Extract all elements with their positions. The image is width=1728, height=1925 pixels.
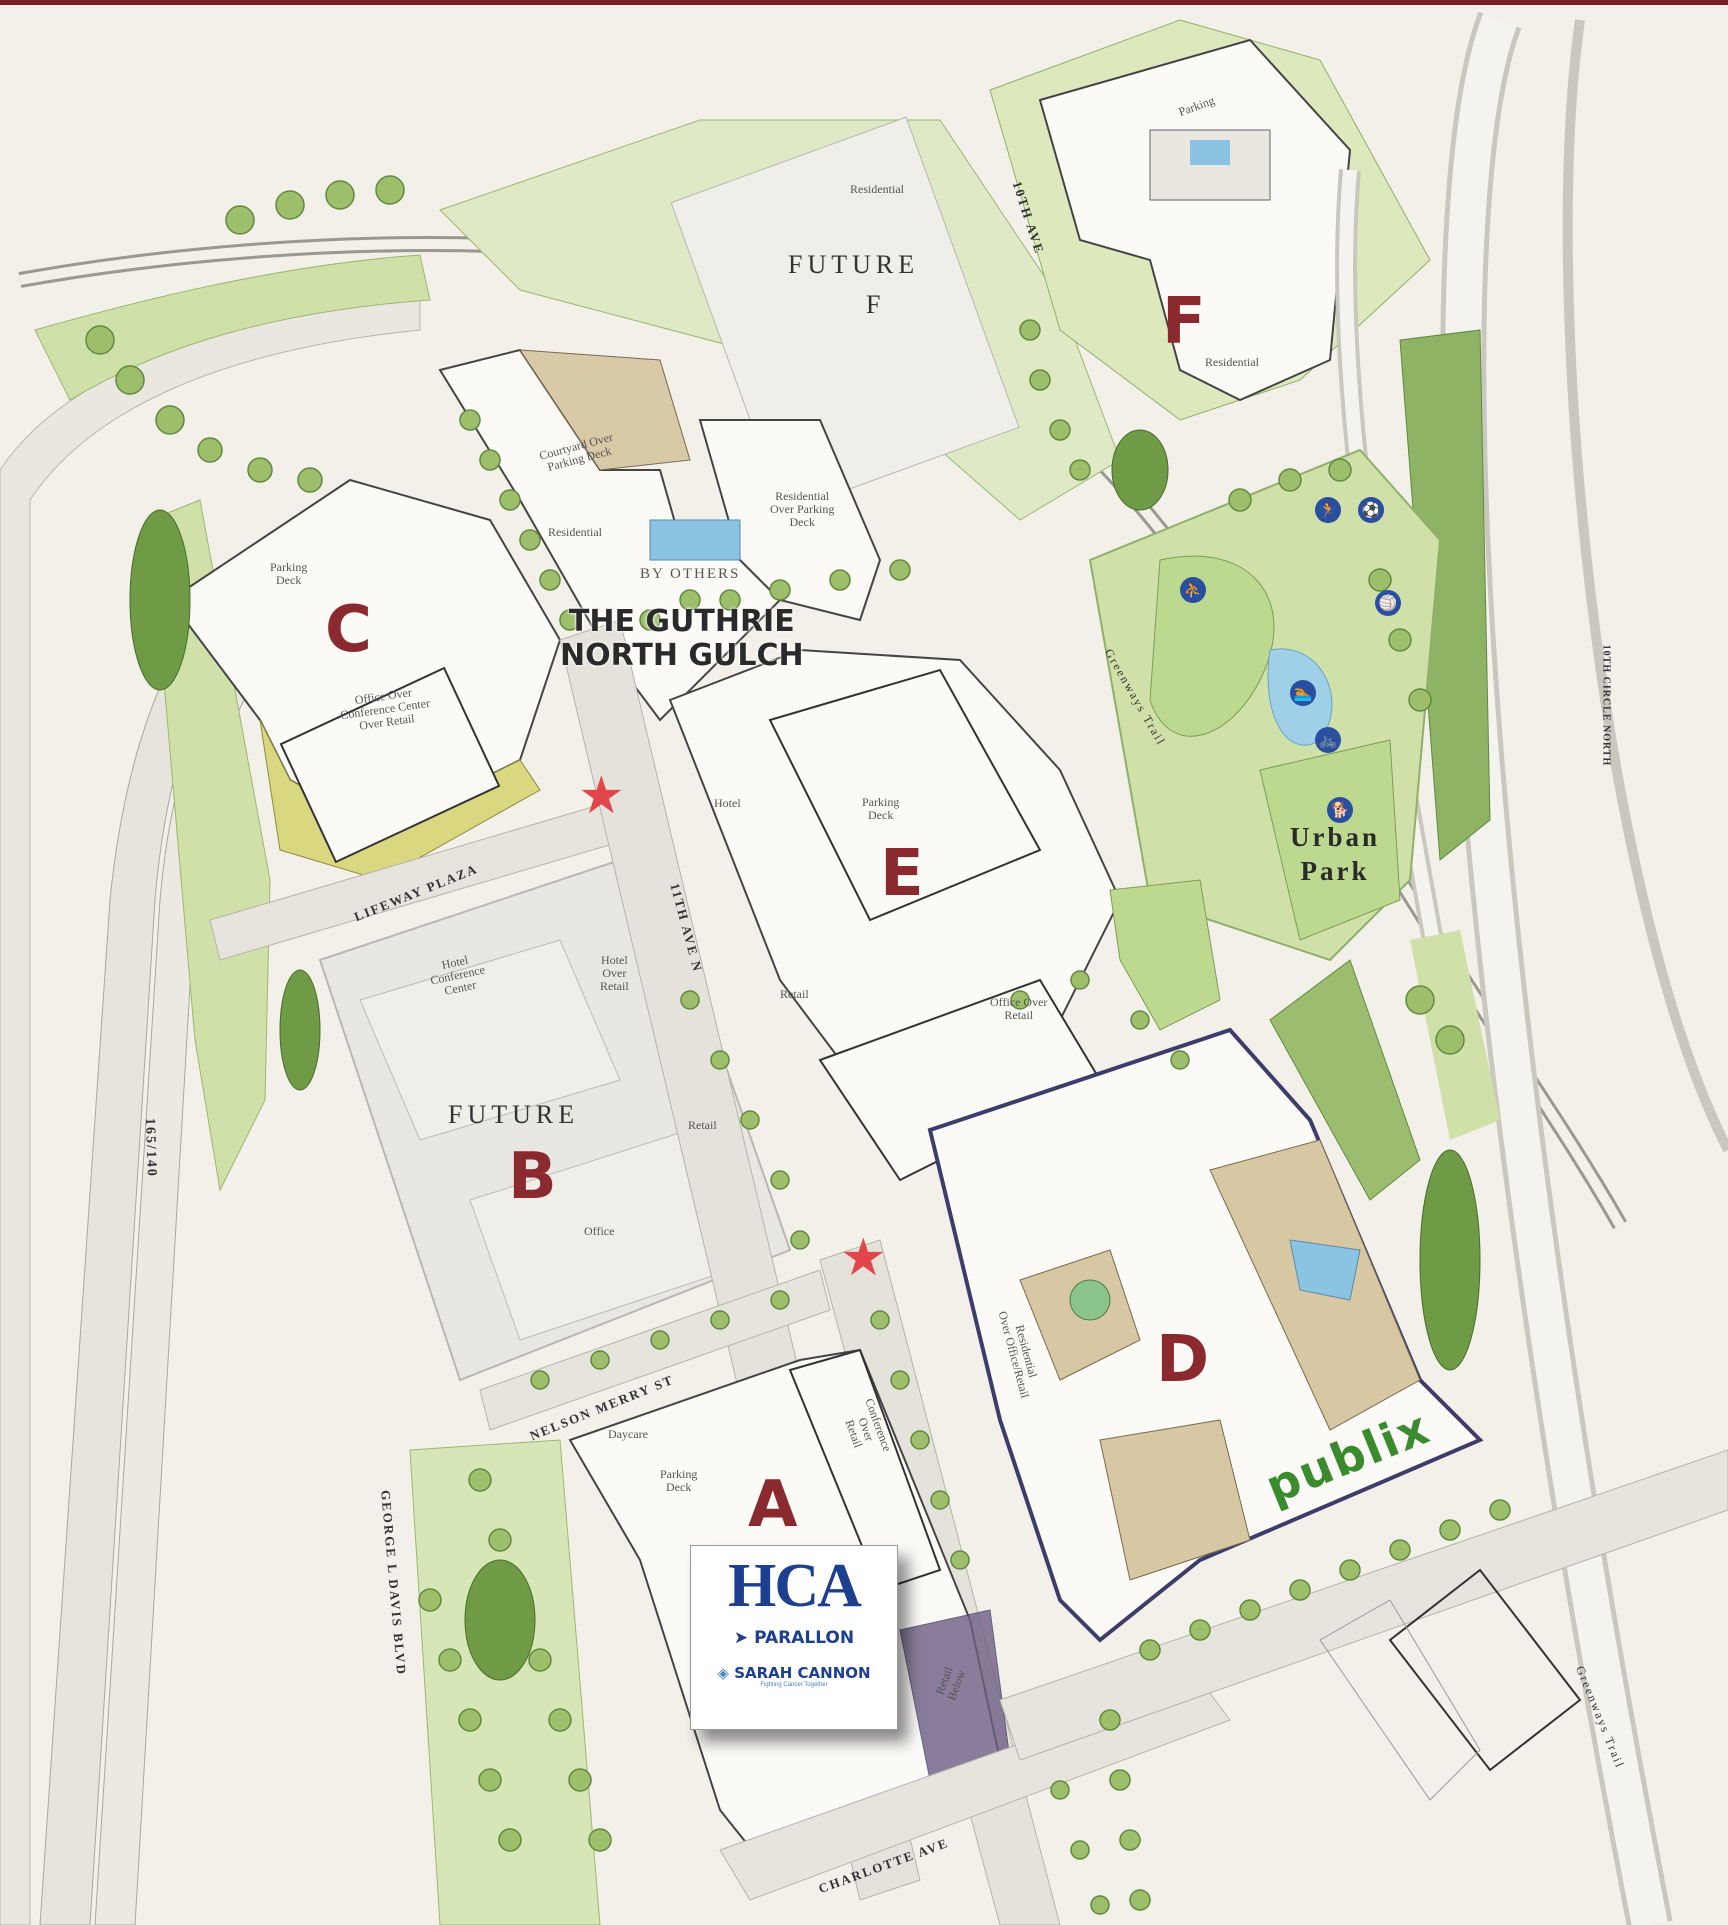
urban-park-label: Urban Park: [1290, 820, 1380, 888]
label-oor-1: Office Over: [990, 995, 1048, 1009]
playground-icon: ⛹: [1180, 577, 1206, 603]
label-parking-deck-c: Parking Deck: [270, 561, 307, 587]
tenant-logo-card: HCA ➤ PARALLON ◈ SARAH CANNON Fighting C…: [690, 1545, 898, 1730]
plaza-star-south: ★: [840, 1228, 887, 1288]
label-hotel-over-retail: Hotel Over Retail: [600, 954, 629, 993]
parcel-d-letter: D: [1156, 1323, 1210, 1397]
parallon-logo: ➤ PARALLON: [691, 1628, 897, 1648]
park-south-west: [409, 1439, 601, 1925]
label-pda-1: Parking: [660, 1467, 698, 1481]
greenbelt-north: [34, 254, 431, 401]
parcel-d: [927, 1027, 1484, 1643]
parcel-c-letter: C: [325, 593, 372, 667]
sarah-cannon-text: SARAH CANNON: [734, 1664, 871, 1682]
building-outline-se: [1388, 1568, 1582, 1772]
urban-park-line2: Park: [1300, 856, 1370, 886]
courtyard-over-parking: [519, 349, 691, 471]
greenbelt-west: [149, 499, 271, 1192]
label-hor-3: Retail: [600, 979, 629, 993]
by-others-label: BY OTHERS: [640, 566, 741, 582]
label-pde-1: Parking: [862, 795, 900, 809]
future-f-letter: F: [866, 290, 886, 319]
pool-d: [1289, 1239, 1361, 1301]
plaza-star-north: ★: [578, 766, 625, 826]
road-label-interstate: 165/140: [141, 1117, 159, 1179]
label-pde-2: Deck: [868, 808, 894, 822]
road-label-10th-circle: 10TH CIRCLE NORTH: [1600, 644, 1612, 767]
parallon-arrow-icon: ➤: [733, 1628, 755, 1648]
label-rop-3: Deck: [789, 515, 815, 529]
urban-park-line1: Urban: [1290, 822, 1381, 852]
label-retail-b: Retail: [688, 1118, 717, 1132]
volleyball-icon: 🏐: [1375, 590, 1401, 616]
top-bar: [0, 0, 1728, 5]
label-pdc-2: Deck: [276, 573, 302, 587]
label-daycare: Daycare: [608, 1427, 648, 1441]
future-f-label: FUTURE: [788, 250, 920, 279]
running-icon: 🏃: [1315, 497, 1341, 523]
sarah-cannon-logo: ◈ SARAH CANNON: [691, 1664, 897, 1682]
label-pdc-1: Parking: [270, 560, 308, 574]
street-trees: [85, 175, 1511, 1915]
swimming-icon: 🏊: [1290, 680, 1316, 706]
parcel-b-letter: B: [508, 1140, 557, 1214]
road-nelson-merry: [479, 1269, 831, 1431]
parcel-f-letter: F: [1162, 285, 1206, 359]
label-hotel-e: Hotel: [714, 796, 741, 810]
cycling-icon: 🚲: [1315, 727, 1341, 753]
label-rop-2: Over Parking: [770, 502, 835, 516]
label-residential-guthrie: Residential: [548, 525, 602, 539]
soccer-icon: ⚽: [1358, 497, 1384, 523]
label-parking-deck-a: Parking Deck: [660, 1468, 697, 1494]
parcel-e-letter: E: [880, 837, 924, 911]
parallon-text: PARALLON: [754, 1628, 855, 1648]
label-retail-e: Retail: [780, 987, 809, 1001]
label-hor-2: Over: [602, 966, 627, 980]
label-oor-2: Retail: [1004, 1008, 1034, 1022]
pool-f: [1190, 140, 1230, 165]
guthrie-title: THE GUTHRIE NORTH GULCH: [560, 605, 804, 673]
label-residential-over-parking: Residential Over Parking Deck: [770, 490, 834, 529]
parcel-f-building: [1038, 38, 1352, 402]
label-hor-1: Hotel: [601, 953, 628, 967]
future-f-building: [670, 116, 1020, 514]
sarah-cannon-icon: ◈: [717, 1664, 735, 1682]
label-pda-2: Deck: [666, 1480, 692, 1494]
guthrie-pool: [649, 519, 741, 561]
tree-clusters: [129, 429, 1481, 1681]
label-office-b: Office: [584, 1224, 615, 1238]
label-residential-f: Residential: [1205, 355, 1259, 369]
guthrie-line1: THE GUTHRIE: [568, 604, 795, 639]
dog-icon: 🐕: [1327, 797, 1353, 823]
future-b-label: FUTURE: [448, 1100, 580, 1129]
parcel-a-letter: A: [748, 1468, 798, 1542]
hca-logo-text: HCA: [728, 1552, 862, 1620]
label-residential-future: Residential: [850, 182, 904, 196]
sarah-cannon-tagline: Fighting Cancer Together: [760, 1682, 828, 1688]
label-rop-1: Residential: [775, 489, 830, 503]
guthrie-line2: NORTH GULCH: [560, 638, 804, 673]
label-office-over-retail: Office Over Retail: [990, 996, 1047, 1022]
label-parking-deck-e: Parking Deck: [862, 796, 899, 822]
